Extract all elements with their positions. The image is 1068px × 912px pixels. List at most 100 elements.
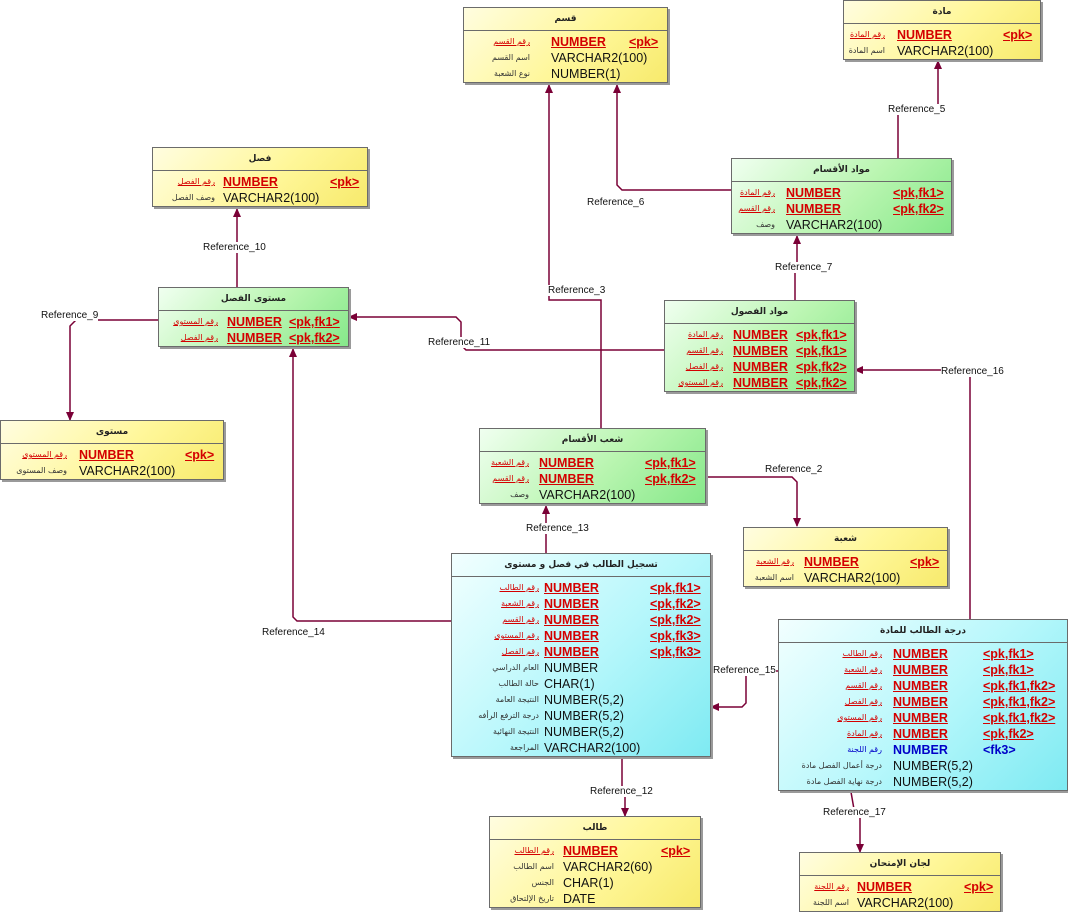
column-name: رقم القسم: [492, 474, 529, 483]
column-type: NUMBER: [786, 186, 841, 200]
column-name: حالة الطالب: [498, 679, 539, 688]
column-key: <pk,fk2>: [893, 202, 944, 216]
column-type: VARCHAR2(100): [897, 44, 994, 58]
entity-title: فصل: [153, 148, 367, 171]
column-key: <pk>: [629, 35, 659, 49]
reference-label: Reference_10: [203, 242, 266, 253]
column-key: <pk,fk1>: [650, 581, 701, 595]
column-key: <fk3>: [983, 743, 1016, 757]
column-key: <pk>: [661, 844, 691, 858]
column-name: رقم المادة: [846, 729, 882, 738]
column-type: NUMBER: [544, 645, 599, 659]
column-type: NUMBER: [544, 597, 599, 611]
column-name: وصف: [756, 220, 775, 229]
column-type: NUMBER: [223, 175, 278, 189]
column-name: رقم المادة: [739, 188, 775, 197]
column-type: NUMBER: [893, 743, 948, 757]
column-key: <pk>: [185, 448, 215, 462]
reference-line-reference-11: [348, 313, 664, 351]
column-type: NUMBER: [893, 647, 948, 661]
column-type: NUMBER: [733, 328, 788, 342]
column-type: NUMBER(1): [551, 67, 621, 81]
reference-label: Reference_5: [888, 104, 946, 115]
reference-label: Reference_9: [41, 310, 99, 321]
column-type: NUMBER(5,2): [544, 709, 624, 723]
column-type: NUMBER: [544, 581, 599, 595]
column-name: رقم الطالب: [499, 583, 539, 592]
column-key: <pk,fk1,fk2>: [983, 695, 1056, 709]
column-name: رقم اللجنة: [847, 745, 882, 754]
column-name: رقم الشعبة: [844, 665, 882, 674]
column-type: NUMBER: [551, 35, 606, 49]
column-name: المراجعة: [509, 743, 539, 752]
column-name: النتيجة النهائية: [492, 727, 539, 736]
column-name: وصف المستوى: [16, 466, 67, 475]
column-type: VARCHAR2(100): [551, 51, 648, 65]
reference-label: Reference_17: [823, 807, 886, 818]
reference-label: Reference_11: [428, 337, 491, 348]
column-name: رقم الفصل: [501, 647, 539, 656]
column-key: <pk,fk1>: [796, 328, 847, 342]
column-name: اسم اللجنة: [813, 898, 849, 907]
column-type: NUMBER: [563, 844, 618, 858]
reference-label: Reference_15: [713, 665, 776, 676]
column-type: NUMBER: [227, 315, 282, 329]
column-name: رقم المستوى: [494, 631, 539, 640]
column-name: النتيجة العامة: [495, 695, 539, 704]
column-type: NUMBER(5,2): [893, 775, 973, 789]
column-name: رقم المادة: [849, 30, 885, 39]
entity-title: لجان الإمتحان: [800, 853, 1000, 876]
column-name: درجة الترفع الرأفه: [478, 711, 539, 720]
column-type: VARCHAR2(100): [223, 191, 320, 205]
column-name: رقم اللجنة: [814, 882, 849, 891]
column-type: CHAR(1): [544, 677, 595, 691]
column-key: <pk,fk1>: [796, 344, 847, 358]
column-type: DATE: [563, 892, 596, 906]
reference-label: Reference_2: [765, 464, 823, 475]
reference-line-reference-14: [289, 348, 451, 622]
column-row: رقم الطالب NUMBER <pk,fk1>: [452, 580, 710, 596]
column-name: وصف الفصل: [171, 193, 215, 202]
column-type: NUMBER: [893, 663, 948, 677]
column-name: رقم الفصل: [844, 697, 882, 706]
entity-title: مواد الفصول: [665, 301, 854, 324]
column-name: رقم الفصل: [685, 362, 723, 371]
column-name: رقم المستوى: [678, 378, 723, 387]
reference-label: Reference_16: [941, 366, 1004, 377]
